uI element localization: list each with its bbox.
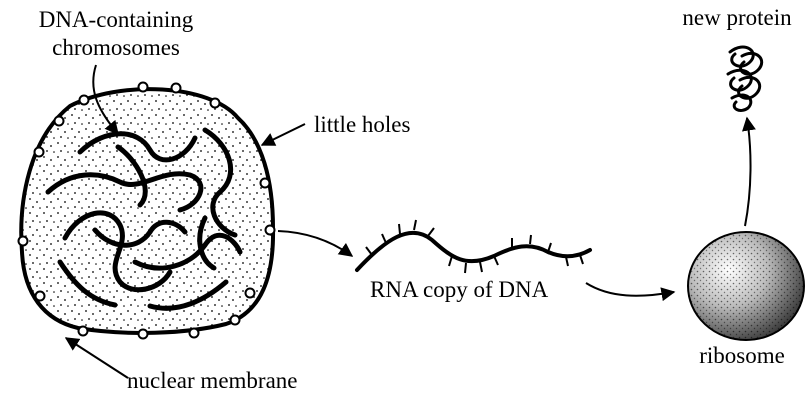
rna-strand	[357, 220, 590, 273]
arrow-nucleus-to-rna	[278, 231, 352, 256]
arrow-little-holes	[262, 124, 305, 145]
rna-bases	[366, 220, 583, 273]
rna-backbone	[357, 233, 590, 270]
arrow-nuclear-membrane	[66, 338, 128, 378]
label-rna-copy-of-dna: RNA copy of DNA	[370, 278, 548, 301]
arrow-ribosome-to-protein	[745, 118, 751, 226]
label-new-protein: new protein	[682, 6, 791, 29]
label-chromosomes: chromosomes	[52, 36, 180, 59]
new-protein-coil	[728, 47, 762, 111]
label-dna-containing: DNA-containing	[39, 8, 194, 31]
arrow-rna-to-ribosome	[586, 283, 674, 296]
label-ribosome: ribosome	[699, 344, 785, 367]
label-little-holes: little holes	[314, 113, 410, 136]
label-nuclear-membrane: nuclear membrane	[127, 369, 298, 392]
ribosome	[688, 232, 804, 340]
nucleus	[19, 83, 275, 339]
ribosome-texture	[689, 233, 803, 339]
